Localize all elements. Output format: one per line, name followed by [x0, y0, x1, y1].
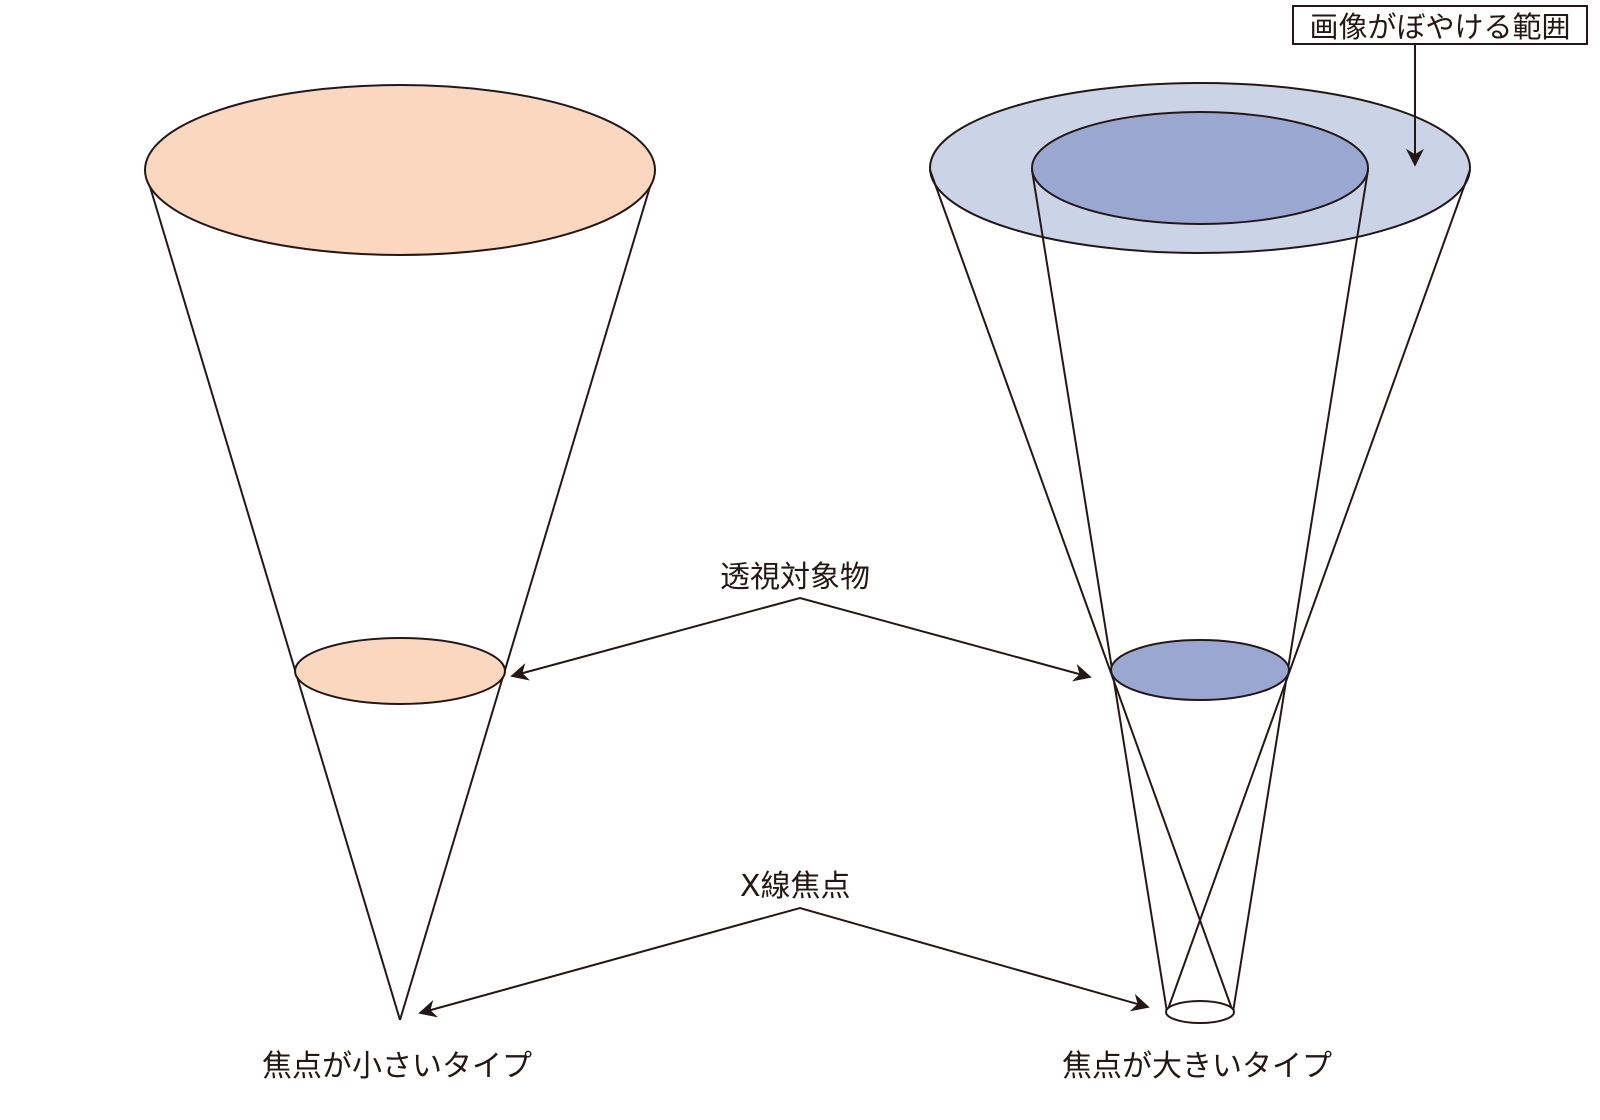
- large-focus-object-ellipse: [1110, 639, 1290, 701]
- large-focus-cone: [929, 82, 1471, 1024]
- large-focal-spot-ellipse: [1165, 1000, 1235, 1024]
- blur-range-text: 画像がぼやける範囲: [1309, 10, 1571, 44]
- small-focus-object-ellipse: [294, 637, 506, 705]
- small-focus-caption: 焦点が小さいタイプ: [262, 1049, 532, 1084]
- large-focus-caption: 焦点が大きいタイプ: [1062, 1049, 1332, 1084]
- small-focus-image-ellipse: [144, 84, 656, 256]
- object-arrows: [510, 596, 1092, 682]
- sharp-inner-ellipse: [1031, 111, 1369, 225]
- focal-spot-label: X線焦点: [740, 869, 851, 904]
- object-label: 透視対象物: [720, 560, 870, 595]
- small-focus-cone: [144, 84, 656, 1021]
- blur-range-label: 画像がぼやける範囲: [1292, 5, 1588, 45]
- focal-arrows: [418, 906, 1150, 1018]
